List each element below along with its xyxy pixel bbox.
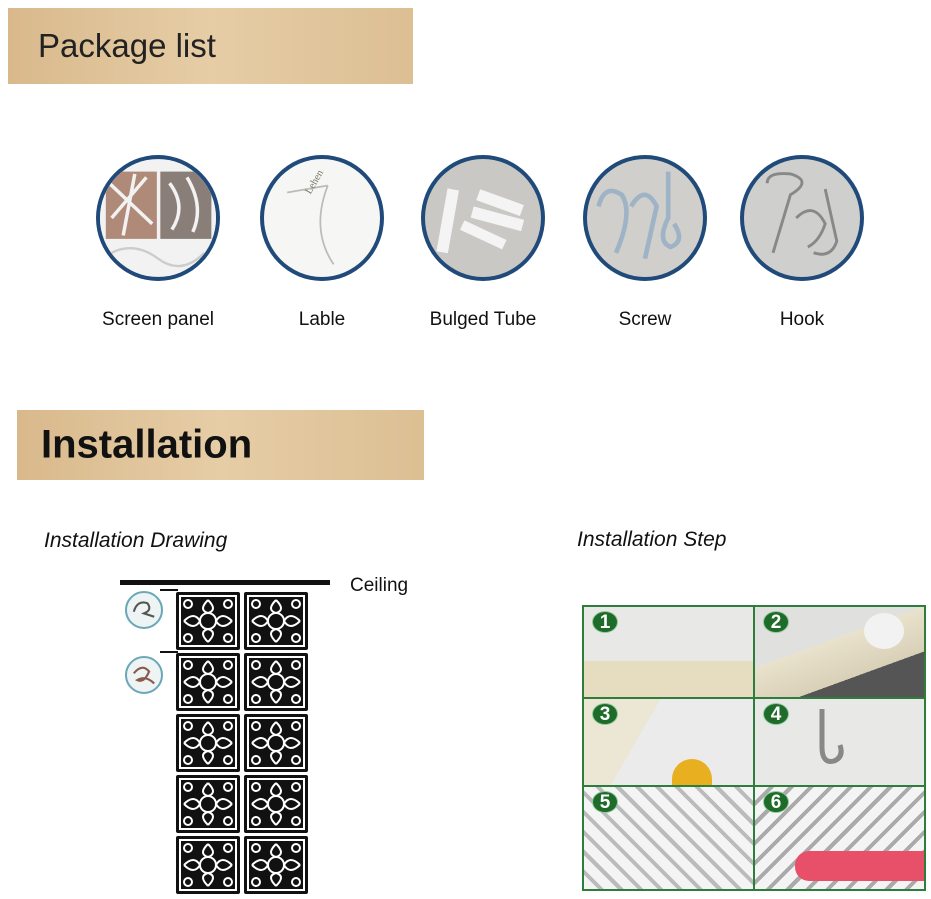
package-list-banner: Package list [8, 8, 413, 84]
screen-panel-tile [244, 836, 308, 894]
package-item-label: Bulged Tube [429, 309, 537, 330]
installation-drawing-title: Installation Drawing [44, 529, 228, 552]
screen-panel-tile [244, 775, 308, 833]
package-list-title: Package list [38, 27, 216, 64]
step-2: 2 [755, 607, 924, 697]
arrow-icon [160, 589, 178, 591]
package-item-hook: Hook [737, 155, 867, 331]
hook-screw-icon [583, 155, 707, 281]
installation-banner: Installation [17, 410, 424, 480]
package-item-label: Screw [618, 309, 672, 330]
package-item-label: Screen panel [102, 309, 214, 330]
screen-panel-tile [244, 653, 308, 711]
hook-detail-icon [125, 591, 163, 629]
screen-panel-icon [96, 155, 220, 281]
package-item-screen-panel: Screen panel [93, 155, 223, 331]
step-5: 5 [584, 787, 753, 889]
ceiling-bar [120, 580, 330, 585]
screen-panel-tile [176, 775, 240, 833]
wall-anchor-icon [421, 155, 545, 281]
package-item-bulged-tube: Bulged Tube [418, 155, 548, 331]
arrow-icon [160, 651, 178, 653]
installation-title: Installation [41, 422, 253, 467]
step-6: 6 [755, 787, 924, 889]
package-item-label: Hook [779, 309, 825, 330]
screen-panel-tile [176, 592, 240, 650]
step-1: 1 [584, 607, 753, 697]
screen-panel-tile [176, 714, 240, 772]
tag-text: Lehen [303, 168, 326, 197]
screen-panel-tile [244, 592, 308, 650]
screen-panel-tile [244, 714, 308, 772]
package-item-label: Lable [298, 309, 346, 330]
ceiling-label: Ceiling [350, 575, 409, 596]
package-item-label-tag: Lehen Lable [257, 155, 387, 331]
s-hook-icon [740, 155, 864, 281]
step-3: 3 [584, 699, 753, 785]
hook-detail-icon [125, 656, 163, 694]
step-4: 4 [755, 699, 924, 785]
screen-panel-tile [176, 836, 240, 894]
installation-step-title: Installation Step [577, 528, 727, 551]
screen-panel-tile [176, 653, 240, 711]
package-item-screw: Screw [580, 155, 710, 331]
label-tag-icon: Lehen [260, 155, 384, 281]
installation-steps-grid: 1 2 3 4 5 6 [582, 605, 926, 891]
